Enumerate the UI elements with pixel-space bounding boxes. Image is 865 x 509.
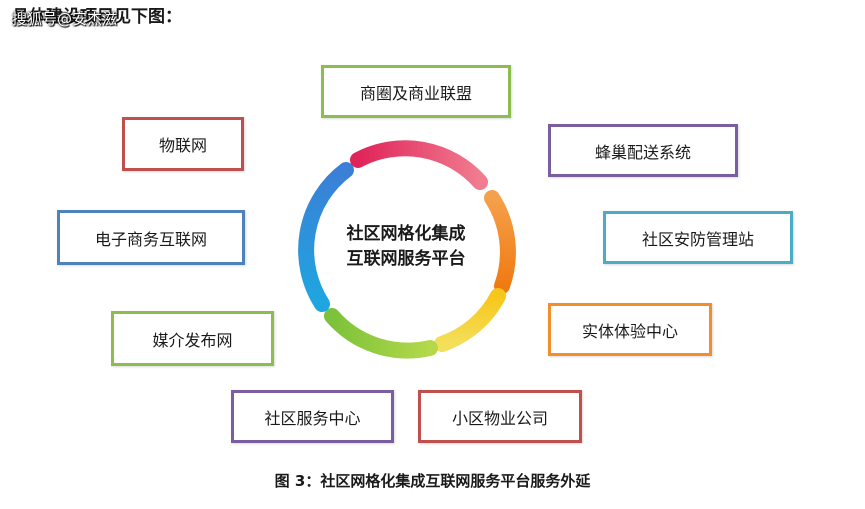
ring-segment-red	[350, 140, 488, 190]
node-tiyan: 实体体验中心	[548, 303, 712, 356]
node-dianzi-label: 电子商务互联网	[94, 229, 207, 249]
node-fuwu-label: 社区服务中心	[264, 408, 361, 428]
node-fengchao-label: 蜂巢配送系统	[594, 142, 691, 162]
center-label-line2: 互联网服务平台	[346, 249, 466, 269]
ring-segment-orange	[484, 190, 516, 294]
ring-segment-blue	[298, 162, 354, 312]
ring-segment-green	[324, 308, 438, 359]
center-platform-label: 社区网格化集成 互联网服务平台	[320, 222, 492, 272]
figure-caption: 图 3：社区网格化集成互联网服务平台服务外延	[274, 472, 591, 490]
watermark-text: 搜狐号@安杰滋	[12, 10, 118, 28]
node-dianzi: 电子商务互联网	[57, 210, 245, 265]
node-anfang: 社区安防管理站	[603, 211, 793, 264]
node-shangquan: 商圈及商业联盟	[321, 65, 511, 118]
node-anfang-label: 社区安防管理站	[641, 229, 754, 249]
node-fengchao: 蜂巢配送系统	[548, 124, 738, 177]
node-tiyan-label: 实体体验中心	[581, 321, 678, 341]
node-wuye-label: 小区物业公司	[451, 408, 548, 428]
ring-segment-yellow	[434, 288, 506, 352]
center-label-line1: 社区网格化集成	[346, 224, 466, 244]
node-shangquan-label: 商圈及商业联盟	[359, 83, 472, 103]
node-wulian: 物联网	[122, 117, 244, 171]
node-wuye: 小区物业公司	[418, 390, 582, 443]
section-heading: 具体建设项目见下图：	[12, 7, 182, 27]
node-wulian-label: 物联网	[158, 136, 207, 155]
center-ring-graphic	[298, 140, 516, 359]
node-meijie-label: 媒介发布网	[152, 330, 233, 350]
node-fuwu: 社区服务中心	[231, 390, 394, 443]
node-meijie: 媒介发布网	[111, 311, 274, 366]
